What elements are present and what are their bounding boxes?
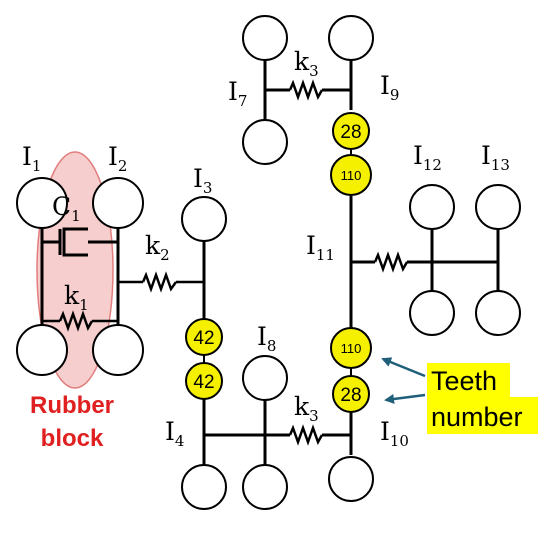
inertia-disk-i1-top <box>16 177 68 229</box>
gear-28-top-label: 28 <box>340 122 361 143</box>
label-i8: I8 <box>257 322 276 355</box>
inertia-disk-i7-top <box>242 15 288 61</box>
gear-42-bottom-label: 42 <box>193 372 214 393</box>
label-k2: k2 <box>145 231 170 264</box>
inertia-disk-i8 <box>242 355 288 401</box>
spring-k1 <box>42 310 118 332</box>
rubber-block-label-line2: block <box>41 425 104 452</box>
inertia-disk-i13-bottom <box>475 290 521 336</box>
label-i10: I10 <box>380 417 409 450</box>
inertia-disk-i7-bottom <box>242 119 288 165</box>
gear-110-bottom-label: 110 <box>341 341 362 356</box>
inertia-disk-i2-bottom <box>92 324 144 376</box>
inertia-disk-i8-bottom <box>242 464 288 510</box>
inertia-disk-i3 <box>181 196 227 242</box>
label-i2: I2 <box>108 142 127 175</box>
label-i13: I13 <box>481 141 510 174</box>
teeth-number-label-line1: Teeth <box>431 366 497 396</box>
teeth-number-highlight-2 <box>427 397 538 434</box>
damper-c1 <box>42 227 118 257</box>
label-c1: C1 <box>52 192 81 225</box>
inertia-disk-i12-bottom <box>409 290 455 336</box>
spring-k3-top <box>288 79 324 101</box>
inertia-disk-i12-top <box>409 184 455 230</box>
spring-k2 <box>118 271 204 293</box>
inertia-disk-i4 <box>181 464 227 510</box>
label-i12: I12 <box>413 141 442 174</box>
label-k1: k1 <box>64 281 89 314</box>
label-k3-top: k3 <box>294 47 319 80</box>
gear-42-top-label: 42 <box>193 328 214 349</box>
label-i4: I4 <box>165 417 184 450</box>
gear-28-bottom-label: 28 <box>340 385 361 406</box>
inertia-group-i1-i2 <box>16 177 144 376</box>
inertia-disk-i2-top <box>92 177 144 229</box>
teeth-number-arrow-upper <box>381 357 426 378</box>
label-k3-bottom: k3 <box>294 392 319 425</box>
label-i9: I9 <box>380 71 399 104</box>
inertia-disk-i9 <box>328 15 374 61</box>
inertia-disk-i10 <box>328 456 374 502</box>
label-i3: I3 <box>193 164 212 197</box>
teeth-number-highlight-1 <box>427 363 510 397</box>
inertia-disk-i1-bottom <box>16 324 68 376</box>
spring-k3-bottom <box>288 424 324 446</box>
rubber-block-label-line1: Rubber <box>30 392 114 419</box>
spring-i11-i12 <box>373 251 409 273</box>
inertia-disk-i13-top <box>475 184 521 230</box>
gear-110-top-label: 110 <box>341 168 362 183</box>
teeth-number-arrow-lower <box>384 393 426 404</box>
teeth-number-label-line2: number <box>431 402 523 432</box>
label-i1: I1 <box>22 142 41 175</box>
label-i7: I7 <box>228 77 247 110</box>
label-i11: I11 <box>306 231 335 264</box>
